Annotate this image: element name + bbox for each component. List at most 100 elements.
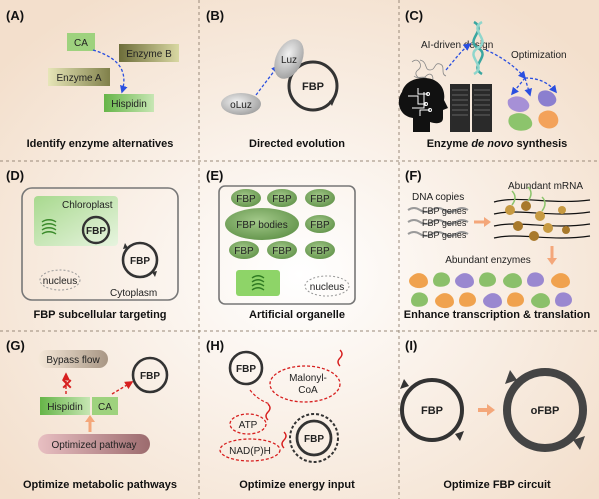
- panel-label-d: (D): [6, 168, 24, 183]
- fbp-label: FBP: [421, 405, 443, 417]
- panel-label-b: (B): [206, 8, 224, 23]
- panel-c: AI-driven design Optimization: [398, 20, 567, 132]
- cycle-arrowhead: [573, 436, 585, 450]
- fbp-circuit: [400, 378, 464, 442]
- cell-outline: [21, 187, 179, 301]
- mrna-ribosomes: [493, 186, 591, 241]
- circuit-pattern-icon: [408, 88, 432, 116]
- cycle-arrowhead: [455, 431, 464, 441]
- fbp-cycle: [131, 356, 169, 394]
- fbp-body-label: FBP: [272, 194, 292, 205]
- optimize-arrow: [511, 77, 526, 96]
- caption-e: Artificial organelle: [249, 309, 345, 321]
- oluz-ellipse: [221, 93, 261, 115]
- cell-outline: [218, 185, 356, 305]
- ofbp-circuit: [503, 368, 587, 452]
- fbp-body-label: FBP: [234, 246, 254, 257]
- dna-helix-icon: [472, 20, 484, 76]
- fbp-body-label: FBP: [310, 194, 330, 205]
- fbp-genes-label: FBP genes: [422, 218, 467, 228]
- arrow-head: [547, 258, 557, 265]
- hispidin-box: [40, 397, 90, 415]
- dna-gene-strands: [407, 207, 469, 237]
- thylakoid-icon: [251, 275, 265, 291]
- ca-box: [92, 397, 118, 415]
- panel-a: CA Enzyme B Enzyme A Hispidin: [48, 33, 179, 112]
- panel-d: Chloroplast FBP FBP nucleus Cytoplasm: [21, 187, 179, 301]
- hispidin-box: [104, 94, 154, 112]
- dna-copies-label: DNA copies: [412, 192, 464, 203]
- fbp-genes-label: FBP genes: [422, 230, 467, 240]
- conversion-arrow: [92, 49, 128, 94]
- energy-spark-icon: [337, 349, 343, 367]
- enzyme-b-label: Enzyme B: [126, 49, 172, 60]
- thylakoid-icon: [41, 219, 57, 235]
- fbp-cytoplasm-label: FBP: [130, 256, 150, 267]
- caption-a: Identify enzyme alternatives: [27, 138, 174, 150]
- bypass-label: Bypass flow: [46, 355, 100, 366]
- coa-label: CoA: [298, 385, 318, 396]
- chloroplast-label: Chloroplast: [62, 200, 113, 211]
- fbp-genes-label: FBP genes: [422, 206, 467, 216]
- caption-g: Optimize metabolic pathways: [23, 479, 177, 491]
- caption-c: Enzyme de novo synthesis: [427, 138, 568, 150]
- panel-label-f: (F): [405, 168, 422, 183]
- enzyme-icon: [538, 110, 559, 129]
- panel-label-i: (I): [405, 338, 417, 353]
- ai-design-label: AI-driven design: [421, 40, 493, 51]
- luz-ellipse: [274, 39, 304, 79]
- fbp-body-label: FBP: [310, 246, 330, 257]
- cycle-arrowhead: [123, 243, 128, 249]
- nadph-ellipse: [219, 438, 281, 462]
- energy-spark-icon: [281, 431, 287, 449]
- cycle-arrowhead: [329, 99, 335, 106]
- panel-label-e: (E): [206, 168, 223, 183]
- fbp-cycle-chloroplast: [81, 215, 111, 245]
- panel-i: FBP oFBP: [400, 368, 587, 452]
- atp-ellipse: [229, 413, 267, 435]
- flow-arrow: [111, 381, 134, 395]
- fbp-label: FBP: [236, 364, 256, 375]
- ai-head-icon: [398, 78, 448, 132]
- panel-label-g: (G): [6, 338, 25, 353]
- optimize-arrow: [524, 77, 532, 97]
- fbp-chloroplast-label: FBP: [86, 226, 106, 237]
- bypass-box: [38, 350, 108, 368]
- nucleus-ellipse: [304, 275, 350, 297]
- panel-label-h: (H): [206, 338, 224, 353]
- enzyme-icons: [409, 272, 572, 309]
- design-arrow: [445, 43, 472, 71]
- fbp-bodies-label: FBP bodies: [236, 220, 288, 231]
- energy-spark-icon: [265, 403, 271, 421]
- optimized-pathway-label: Optimized pathway: [51, 440, 136, 451]
- panel-e: FBP FBP FBP FBP FBP bodies FBP FBP FBP n…: [218, 185, 356, 305]
- panel-label-c: (C): [405, 8, 423, 23]
- panel-g: Bypass flow ✕ Hispidin CA FBP Optimized …: [38, 350, 169, 454]
- hispidin-label: Hispidin: [111, 99, 147, 110]
- cytoplasm-label: Cytoplasm: [110, 288, 157, 299]
- caption-d: FBP subcellular targeting: [33, 309, 166, 321]
- fbp-body-label: FBP: [272, 246, 292, 257]
- hispidin-label: Hispidin: [47, 402, 83, 413]
- blocked-mark: ✕: [61, 376, 73, 392]
- enzyme-a-label: Enzyme A: [56, 73, 101, 84]
- optimized-pathway-box: [38, 434, 150, 454]
- fbp-outer-ring: [289, 413, 339, 463]
- server-icon: [450, 84, 492, 132]
- abundant-enzymes-label: Abundant enzymes: [445, 255, 531, 266]
- ca-box: [67, 33, 95, 51]
- fbp-cycle-cytoplasm: [121, 241, 159, 279]
- caption-i: Optimize FBP circuit: [443, 479, 551, 491]
- optimization-label: Optimization: [511, 50, 567, 61]
- fbp-cycle: [228, 350, 264, 386]
- chloroplast-box: [236, 270, 280, 296]
- energy-link: [249, 389, 271, 405]
- atp-label: ATP: [239, 420, 258, 431]
- nucleus-label: nucleus: [43, 276, 77, 287]
- oluz-label: oLuz: [230, 100, 252, 111]
- abundant-mrna-label: Abundant mRNA: [508, 181, 583, 192]
- enzyme-a-box: [48, 68, 110, 86]
- fbp-label: FBP: [302, 81, 324, 93]
- fbp-boosted-label: FBP: [304, 434, 324, 445]
